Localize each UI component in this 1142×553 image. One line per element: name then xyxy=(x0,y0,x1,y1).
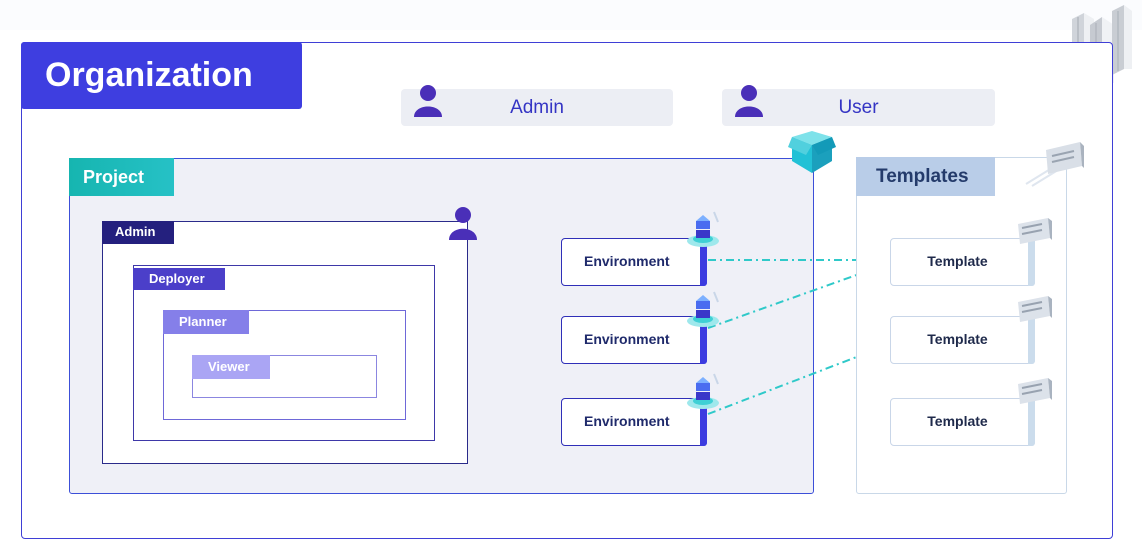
environment-bar xyxy=(700,316,707,364)
environment-bar xyxy=(700,238,707,286)
template-bar xyxy=(1028,316,1035,364)
template-card-1: Template xyxy=(890,238,1035,286)
environment-stack-icon xyxy=(687,211,719,247)
role-user: User xyxy=(722,85,995,126)
environment-stack-icon xyxy=(687,373,719,409)
viewer-role-label: Viewer xyxy=(192,355,270,379)
user-icon xyxy=(449,207,477,240)
template-bar xyxy=(1028,398,1035,446)
top-band xyxy=(0,0,1142,30)
template-card-2: Template xyxy=(890,316,1035,364)
server-icon xyxy=(1018,378,1052,404)
role-admin-label: Admin xyxy=(510,97,564,118)
cube-icon xyxy=(788,131,836,173)
admin-role-label: Admin xyxy=(102,221,174,244)
template-card-3: Template xyxy=(890,398,1035,446)
environment-card-1: Environment xyxy=(561,238,707,286)
user-icon xyxy=(735,85,763,117)
user-icon xyxy=(414,85,442,117)
server-icon xyxy=(1018,296,1052,322)
server-icon xyxy=(1025,142,1084,187)
template-bar xyxy=(1028,238,1035,286)
environment-card-2: Environment xyxy=(561,316,707,364)
environment-card-3: Environment xyxy=(561,398,707,446)
project-title: Project xyxy=(69,158,174,196)
role-admin: Admin xyxy=(401,85,673,126)
templates-title: Templates xyxy=(856,157,995,196)
environment-bar xyxy=(700,398,707,446)
environment-stack-icon xyxy=(687,291,719,327)
role-user-label: User xyxy=(838,97,879,118)
organization-title: Organization xyxy=(21,42,302,109)
deployer-role-label: Deployer xyxy=(133,268,225,290)
server-icon xyxy=(1018,218,1052,244)
planner-role-label: Planner xyxy=(163,310,249,334)
